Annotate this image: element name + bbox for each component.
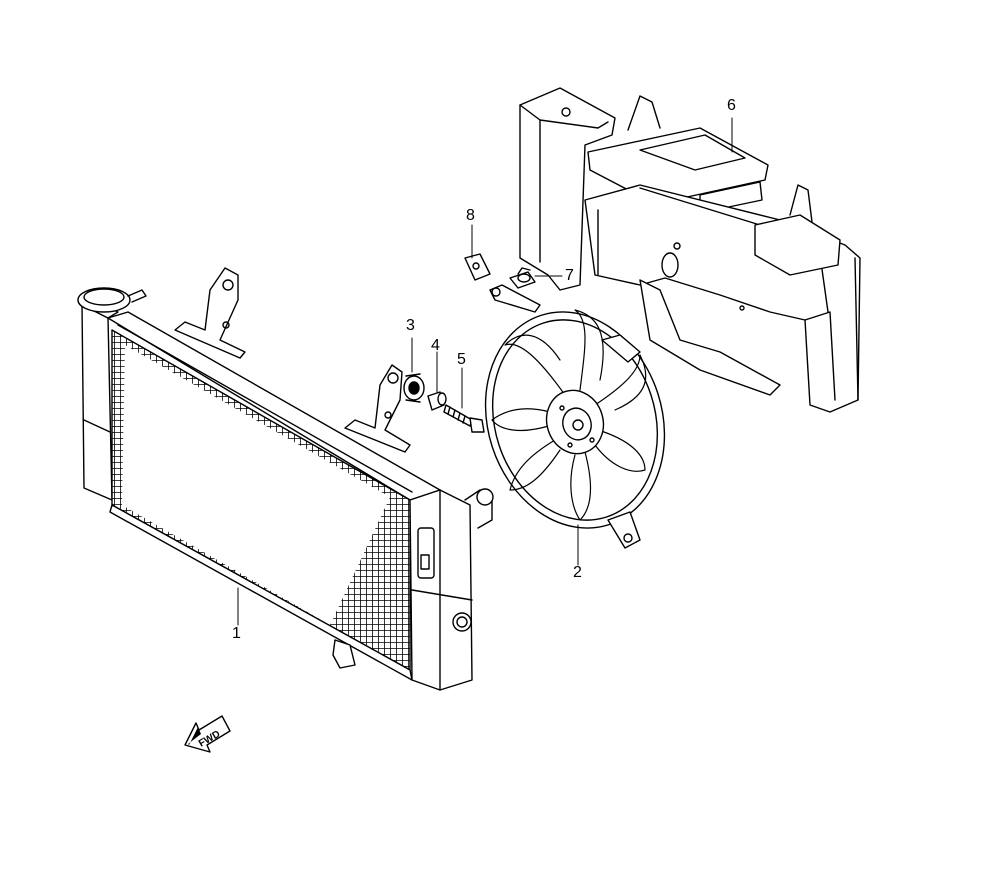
callout-3: 3 [406,317,415,334]
screw-part [509,267,536,289]
callout-2: 2 [573,564,582,581]
bolt-part [443,404,485,433]
forward-arrow-icon [184,715,231,753]
callout-6: 6 [727,97,736,114]
cooling-fan-part [484,284,666,549]
grommet-part [403,373,425,403]
callout-7: 7 [565,267,574,284]
fan-shroud-part [519,87,861,413]
callout-5: 5 [457,351,466,368]
collar-part [427,391,447,411]
leader-lines [237,117,733,626]
nut-part [464,253,491,281]
callout-1: 1 [232,625,241,642]
radiator-part [77,267,494,691]
callout-4: 4 [431,337,440,354]
callout-8: 8 [466,207,475,224]
radiator-cap-icon [77,287,147,313]
